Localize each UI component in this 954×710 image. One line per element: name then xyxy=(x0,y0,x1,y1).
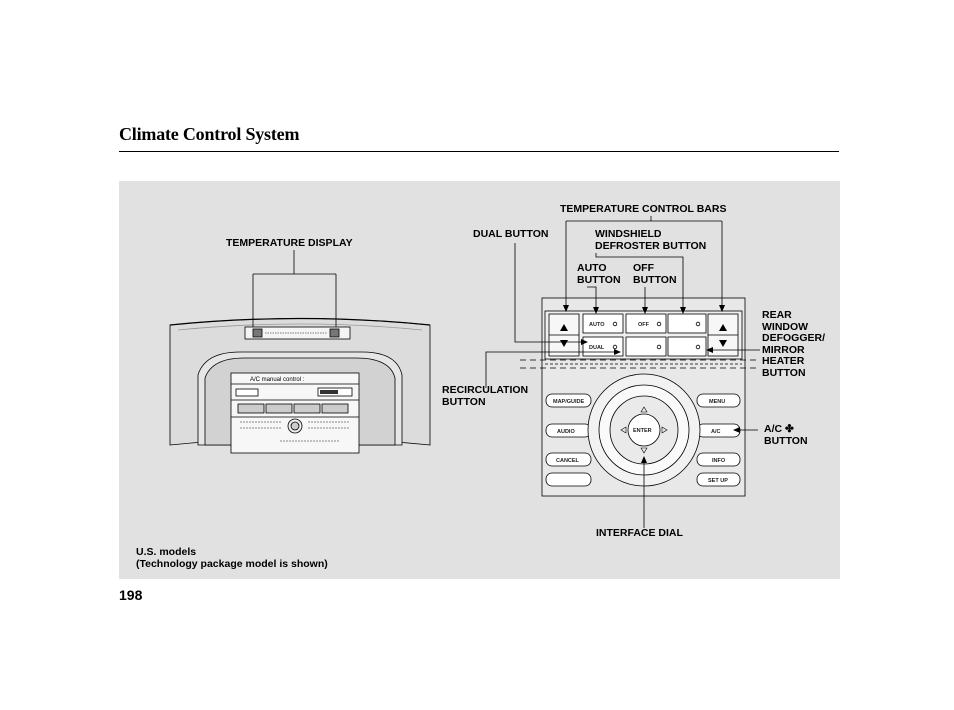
label-auto-button-line2: BUTTON xyxy=(577,273,621,286)
label-windshield-defroster: WINDSHIELD DEFROSTER BUTTON xyxy=(595,228,707,252)
label-auto-button-line1: AUTO xyxy=(577,262,607,274)
label-windshield-defroster-line2: DEFROSTER BUTTON xyxy=(595,239,707,252)
label-recirculation-line1: RECIRCULATION xyxy=(442,384,529,396)
temperature-display-leader xyxy=(252,250,337,327)
label-temperature-control-bars: TEMPERATURE CONTROL BARS xyxy=(560,203,727,215)
title-rule xyxy=(119,151,839,152)
callout-leaders xyxy=(485,216,760,528)
label-ac-button: A/C ✤ BUTTON xyxy=(764,423,808,447)
label-rear-defogger-line6: BUTTON xyxy=(762,366,806,379)
fan-icon: ✤ xyxy=(785,423,794,435)
label-rear-defogger-line4: MIRROR xyxy=(762,343,805,356)
label-auto-button: AUTO BUTTON xyxy=(577,262,621,286)
screen-header: A/C manual control : xyxy=(250,377,305,383)
enter-button-label: ENTER xyxy=(633,428,652,434)
cancel-button-label: CANCEL xyxy=(556,458,580,464)
info-button-label: INFO xyxy=(712,458,726,464)
callout-arrowheads xyxy=(563,305,740,463)
label-rear-defogger-line5: HEATER xyxy=(762,355,805,367)
dashboard-drawing xyxy=(169,317,431,454)
label-rear-defogger-line1: REAR xyxy=(762,309,792,321)
label-ac-button-line1: A/C xyxy=(764,423,783,435)
ac-button-label: A/C xyxy=(711,429,721,435)
audio-button-label: AUDIO xyxy=(557,429,575,435)
model-note-line1: U.S. models xyxy=(136,546,197,558)
label-dual-button: DUAL BUTTON xyxy=(473,228,549,240)
label-windshield-defroster-line1: WINDSHIELD xyxy=(595,228,662,240)
label-rear-defogger-line2: WINDOW xyxy=(762,320,809,333)
menu-button-label: MENU xyxy=(709,399,725,405)
map-guide-button-label: MAP/GUIDE xyxy=(553,399,585,405)
auto-button-label: AUTO xyxy=(589,322,605,328)
page-title: Climate Control System xyxy=(119,124,300,144)
label-recirculation-line2: BUTTON xyxy=(442,395,486,408)
dual-button-label: DUAL xyxy=(589,345,605,351)
label-recirculation: RECIRCULATION BUTTON xyxy=(442,384,529,408)
label-off-button-line1: OFF xyxy=(633,262,654,274)
label-rear-defogger-line3: DEFOGGER/ xyxy=(762,332,826,344)
model-note: U.S. models (Technology package model is… xyxy=(136,546,328,570)
label-rear-defogger: REAR WINDOW DEFOGGER/ MIRROR HEATER BUTT… xyxy=(762,309,826,379)
guide-dashes xyxy=(520,359,760,369)
model-note-line2: (Technology package model is shown) xyxy=(136,558,328,570)
label-off-button-line2: BUTTON xyxy=(633,273,677,286)
off-button-label: OFF xyxy=(638,322,650,328)
control-panel-drawing xyxy=(541,297,746,497)
page-number: 198 xyxy=(119,587,143,603)
label-off-button: OFF BUTTON xyxy=(633,262,677,286)
setup-button-label: SET UP xyxy=(708,478,728,484)
label-temperature-display: TEMPERATURE DISPLAY xyxy=(226,237,353,249)
label-ac-button-line2: BUTTON xyxy=(764,434,808,447)
label-interface-dial: INTERFACE DIAL xyxy=(596,527,683,539)
